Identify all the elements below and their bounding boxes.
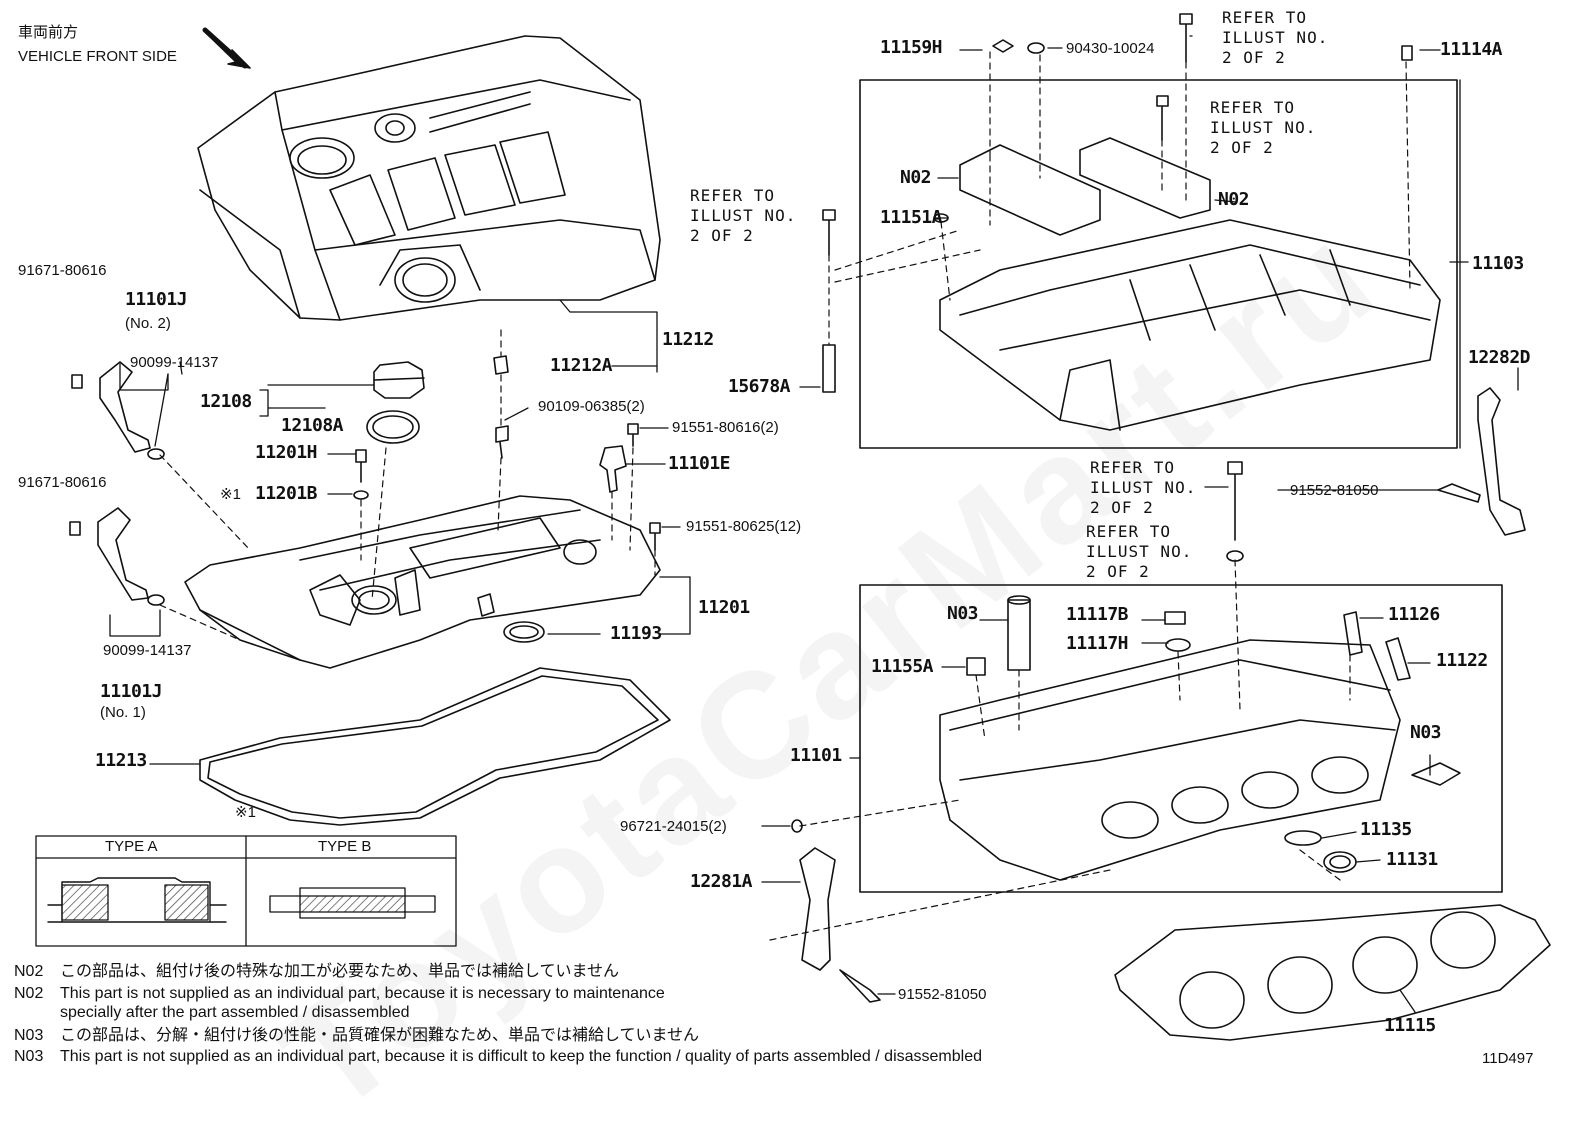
part-label-12282D: 12282D xyxy=(1468,347,1531,368)
cylinder-head-drawing xyxy=(791,595,1461,881)
type-table-drawing xyxy=(35,835,457,947)
part-label-11117H: 11117H xyxy=(1066,633,1129,654)
dashed-guides xyxy=(159,51,1411,941)
housing-bolts-drawing xyxy=(822,13,1413,393)
refer-note: REFER TO ILLUST NO. 2 OF 2 xyxy=(1090,458,1197,517)
oil-cap-drawing xyxy=(366,361,425,444)
head-cover-drawing xyxy=(184,495,661,669)
part-label-11151A: 11151A xyxy=(880,207,943,228)
refer-note: REFER TO ILLUST NO. 2 OF 2 xyxy=(1086,522,1193,581)
bearing-caps-drawing xyxy=(959,137,1211,236)
part-label-11117B: 11117B xyxy=(1066,604,1129,625)
ocv-valve-drawing xyxy=(69,361,165,606)
refer-note: REFER TO ILLUST NO. 2 OF 2 xyxy=(1222,8,1329,67)
bolts-drawing xyxy=(353,355,661,551)
part-label-12281A: 12281A xyxy=(690,871,753,892)
part-label-15678A: 15678A xyxy=(728,376,791,397)
footnote-code: N03 xyxy=(14,1048,44,1065)
part-label-11135: 11135 xyxy=(1360,819,1412,840)
part-label-11122: 11122 xyxy=(1436,650,1488,671)
part-label-N03-pin: N03 xyxy=(947,603,979,624)
head-gasket-drawing xyxy=(1114,904,1551,1041)
part-label-11114A: 11114A xyxy=(1440,39,1503,60)
part-label-11155A: 11155A xyxy=(871,656,934,677)
part-label-11131: 11131 xyxy=(1386,849,1438,870)
footnote-code: N02 xyxy=(14,985,44,1002)
part-label-11101J-no2: 11101J xyxy=(125,289,188,310)
footnote-text: この部品は、分解・組付け後の性能・品質確保が困難なため、単品では補給していません xyxy=(60,1027,700,1044)
camshaft-housing-drawing xyxy=(939,219,1441,431)
part-label-11201: 11201 xyxy=(698,597,750,618)
mark-1: ※1 xyxy=(220,486,241,503)
part-label-11101: 11101 xyxy=(790,745,842,766)
no2-text: (No. 2) xyxy=(125,315,171,332)
part-label-90099-lower: 90099-14137 xyxy=(103,642,192,659)
part-label-11201B: 11201B xyxy=(255,483,318,504)
part-label-11101E: 11101E xyxy=(668,453,731,474)
parts-diagram: ToyotaCarMart.ru xyxy=(14,8,1551,1144)
part-label-90430: 90430-10024 xyxy=(1066,40,1155,57)
part-label-91551-80616: 91551-80616(2) xyxy=(672,419,779,436)
part-label-91671-lower: 91671-80616 xyxy=(18,474,107,491)
diagram-drawing xyxy=(35,13,1551,1041)
part-label-11159H: 11159H xyxy=(880,37,943,58)
part-label-91551-80625: 91551-80625(12) xyxy=(686,518,802,535)
footnote-text: This part is not supplied as an individu… xyxy=(60,1048,982,1065)
cover-gasket-drawing xyxy=(199,667,671,826)
footnote-text: This part is not supplied as an individu… xyxy=(60,985,665,1002)
part-label-90099-upper: 90099-14137 xyxy=(130,354,219,371)
cam-sensor-drawing xyxy=(599,445,627,493)
front-side-jp: 車両前方 xyxy=(18,24,79,41)
diagram-id: 11D497 xyxy=(1482,1050,1534,1067)
part-label-91552-lower: 91552-81050 xyxy=(898,986,987,1003)
front-arrow-icon xyxy=(202,27,251,69)
part-label-N02-left: N02 xyxy=(900,167,932,188)
part-label-11212A: 11212A xyxy=(550,355,613,376)
housing-frame xyxy=(859,79,1458,449)
refer-note: REFER TO ILLUST NO. 2 OF 2 xyxy=(690,186,797,245)
part-label-N02-right: N02 xyxy=(1218,189,1250,210)
part-label-11103: 11103 xyxy=(1472,253,1524,274)
footnote-text: specially after the part assembled / dis… xyxy=(60,1004,410,1021)
mark-1-table: ※1 xyxy=(235,804,256,821)
part-label-11115: 11115 xyxy=(1384,1015,1436,1036)
part-label-N03-right: N03 xyxy=(1410,722,1442,743)
leader-lines xyxy=(109,35,1519,1013)
part-label-11212: 11212 xyxy=(662,329,714,350)
refer-note: REFER TO ILLUST NO. 2 OF 2 xyxy=(1210,98,1317,157)
part-label-96721: 96721-24015(2) xyxy=(620,818,727,835)
part-label-91552-upper: 91552-81050 xyxy=(1290,482,1379,499)
front-side-en: VEHICLE FRONT SIDE xyxy=(18,48,177,65)
no1-text: (No. 1) xyxy=(100,704,146,721)
part-label-11193: 11193 xyxy=(610,623,662,644)
type-b-label: TYPE B xyxy=(318,838,372,855)
part-label-11213: 11213 xyxy=(95,750,147,771)
footnote-code: N03 xyxy=(14,1027,44,1044)
type-a-label: TYPE A xyxy=(105,838,158,855)
footnote-text: この部品は、組付け後の特殊な加工が必要なため、単品では補給していません xyxy=(60,963,620,980)
head-frame xyxy=(859,584,1503,893)
footnote-code: N02 xyxy=(14,963,44,980)
head-bolts-drawing xyxy=(1226,461,1481,562)
part-label-11101J-no1: 11101J xyxy=(100,681,163,702)
engine-hanger-drawing xyxy=(799,387,1526,1003)
part-label-90109: 90109-06385(2) xyxy=(538,398,645,415)
part-label-12108A: 12108A xyxy=(281,415,344,436)
part-label-11126: 11126 xyxy=(1388,604,1440,625)
part-label-11201H: 11201H xyxy=(255,442,318,463)
part-label-12108: 12108 xyxy=(200,391,252,412)
part-label-91671-upper: 91671-80616 xyxy=(18,262,107,279)
engine-cover-drawing xyxy=(197,35,661,321)
